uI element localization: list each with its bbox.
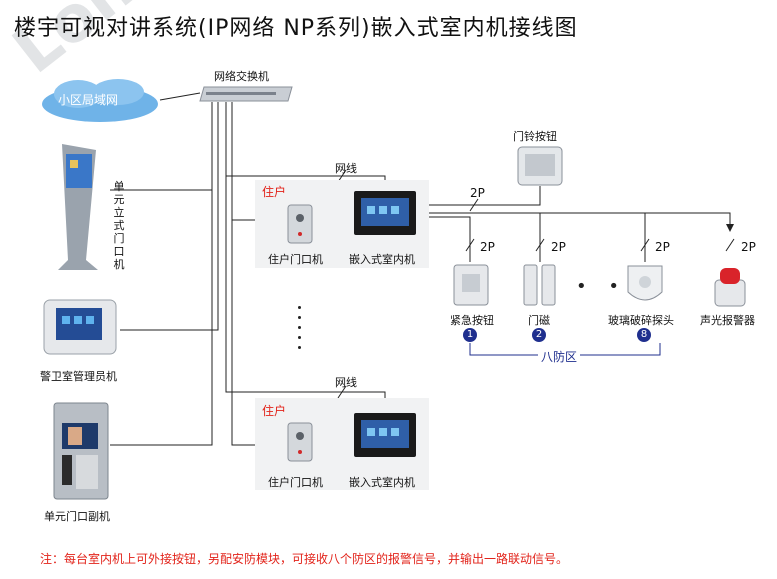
door-magnet-icon [523,264,556,306]
wire-2p-alarm: 2P [741,240,756,254]
switch-to-subdoor-wire [110,190,213,446]
footnote: 注：每台室内机上可外接按钮，另配安防模块，可接收八个防区的报警信号，并输出一路联… [40,552,569,566]
door-sub-unit-icon [53,402,109,500]
indoor-unit-label-top: 嵌入式室内机 [349,253,415,266]
zone-number-2: 2 [532,328,546,342]
zone-number-8: 8 [637,328,651,342]
bus-to-emergency-wire [418,216,471,262]
indoor-monitor-icon-top [354,191,416,235]
indoor-monitor-icon-bottom [354,413,416,457]
wire-2p-glass: 2P [655,240,670,254]
network-line-label-bottom: 网线 [335,376,357,389]
doorbell-button-icon [517,146,563,186]
wire-2p-emergency: 2P [480,240,495,254]
indoor-unit-label-bottom: 嵌入式室内机 [349,476,415,489]
wire-slash [725,238,735,252]
wire-slash [640,238,650,252]
strobe-siren-icon [714,268,746,307]
wire-slash [535,238,545,252]
glass-break-detector-icon [627,265,663,301]
alarm-label: 声光报警器 [700,314,755,327]
sub-door-label: 单元门口副机 [44,510,110,523]
indoor-to-zones-bus [418,212,734,232]
door-unit-icon-top [287,204,313,244]
switch-to-door-bottom-wire [231,220,258,446]
emergency-button-icon [453,264,489,306]
wire-2p-magnet: 2P [551,240,566,254]
lan-to-switch-wire [159,92,201,101]
zones-label: 八防区 [538,348,581,365]
guard-label: 警卫室管理员机 [40,370,117,383]
door-unit-icon-bottom [287,422,313,462]
door-unit-label-top: 住户门口机 [268,253,323,266]
network-line-label-top: 网线 [335,162,357,175]
switch-label: 网络交换机 [214,70,269,83]
kiosk-terminal-icon [58,144,98,270]
lan-label: 小区局域网 [58,93,119,107]
vertical-ellipsis [298,306,302,356]
door-magnet-label: 门磁 [528,314,550,327]
guard-station-icon [43,299,117,355]
doorbell-label: 门铃按钮 [513,130,557,143]
kiosk-label: 单元立式门口机 [113,180,125,271]
door-unit-label-bottom: 住户门口机 [268,476,323,489]
wire-slash [337,385,347,399]
indoor-to-doorbell-wire [418,186,541,206]
household-label-bottom: 住户 [262,404,287,418]
household-label-top: 住户 [262,185,287,199]
cloud-icon [42,79,158,122]
wire-slash [469,198,479,212]
wire-slash [465,238,475,252]
switch-to-guard-wire [120,102,219,331]
wire-2p-main: 2P [470,186,485,200]
page-title: 楼宇可视对讲系统(IP网络 NP系列)嵌入式室内机接线图 [14,16,578,41]
emergency-label: 紧急按钮 [450,314,494,327]
glass-break-label: 玻璃破碎探头 [608,314,674,327]
zone-number-1: 1 [463,328,477,342]
network-switch-icon [199,86,293,102]
switch-to-indoor-top-wire [225,102,386,190]
